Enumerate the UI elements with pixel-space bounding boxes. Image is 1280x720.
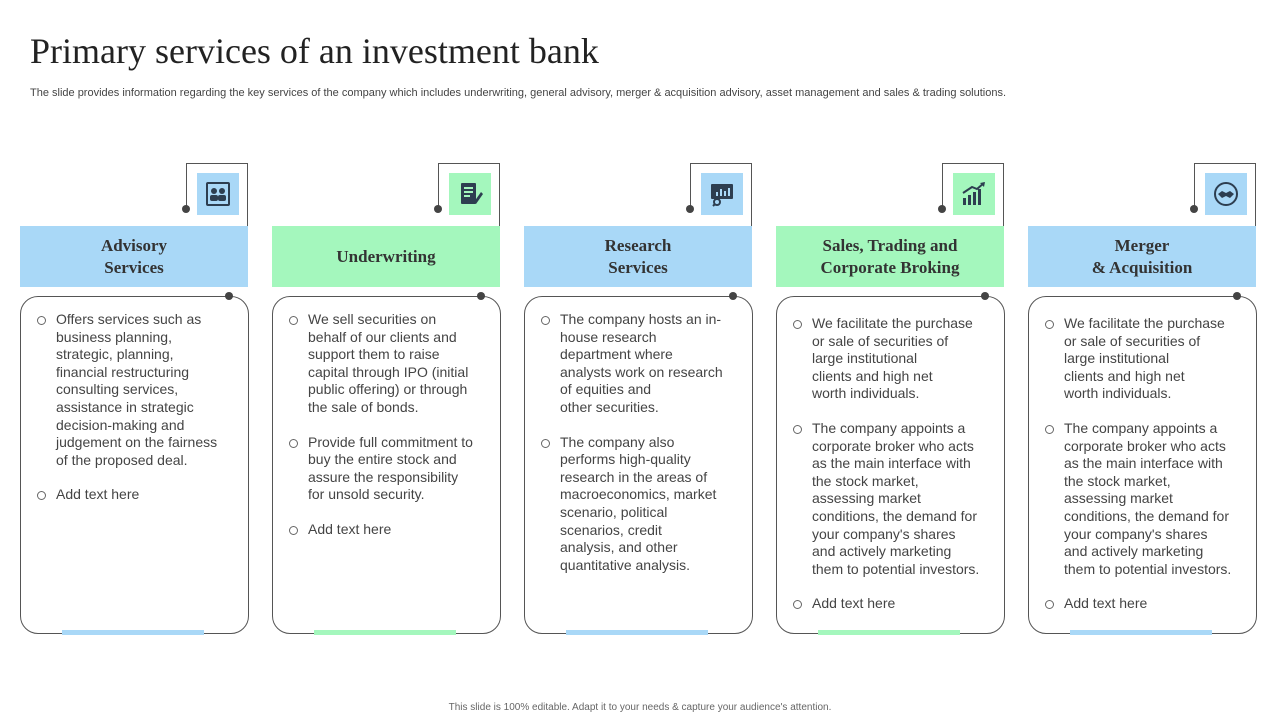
bullet-list: We facilitate the purchase or sale of se…: [1043, 315, 1243, 630]
body-dot: [477, 292, 485, 300]
growth-chart-icon: [953, 173, 995, 215]
bullet-item: The company appoints a corporate broker …: [1043, 420, 1243, 578]
bullet-item: Add text here: [35, 486, 235, 504]
connector-stem: [942, 163, 943, 208]
service-heading: Advisory Services: [20, 226, 248, 287]
connector-stem: [186, 163, 187, 208]
connector-stem: [690, 163, 691, 208]
connector-line: [1194, 163, 1256, 227]
connector-stem: [1194, 163, 1195, 208]
service-body: The company hosts an in- house research …: [524, 296, 753, 634]
bullet-list: Offers services such as business plannin…: [35, 311, 235, 521]
bullet-item: Offers services such as business plannin…: [35, 311, 235, 469]
accent-bar: [1070, 630, 1212, 635]
bullet-list: We sell securities on behalf of our clie…: [287, 311, 487, 556]
service-body: We facilitate the purchase or sale of se…: [1028, 296, 1257, 634]
accent-bar: [62, 630, 204, 635]
service-heading: Sales, Trading and Corporate Broking: [776, 226, 1004, 287]
accent-bar: [818, 630, 960, 635]
handshake-icon: [1205, 173, 1247, 215]
bullet-list: We facilitate the purchase or sale of se…: [791, 315, 991, 630]
body-dot: [225, 292, 233, 300]
connector-dot: [182, 205, 190, 213]
service-body: We facilitate the purchase or sale of se…: [776, 296, 1005, 634]
body-dot: [981, 292, 989, 300]
connector-dot: [1190, 205, 1198, 213]
bullet-item: We facilitate the purchase or sale of se…: [1043, 315, 1243, 403]
service-heading: Underwriting: [272, 226, 500, 287]
bullet-item: The company hosts an in- house research …: [539, 311, 739, 417]
accent-bar: [314, 630, 456, 635]
service-body: We sell securities on behalf of our clie…: [272, 296, 501, 634]
connector-line: [690, 163, 752, 227]
presentation-people-icon: [197, 173, 239, 215]
slide-subtitle: The slide provides information regarding…: [30, 87, 1007, 99]
connector-line: [942, 163, 1004, 227]
research-chart-icon: [701, 173, 743, 215]
bullet-item: The company appoints a corporate broker …: [791, 420, 991, 578]
connector-dot: [938, 205, 946, 213]
body-dot: [729, 292, 737, 300]
bullet-item: We facilitate the purchase or sale of se…: [791, 315, 991, 403]
connector-line: [438, 163, 500, 227]
connector-dot: [434, 205, 442, 213]
bullet-item: We sell securities on behalf of our clie…: [287, 311, 487, 417]
connector-stem: [438, 163, 439, 208]
service-column-merger-acquisition: Merger & Acquisition We facilitate the p…: [1028, 162, 1258, 640]
service-heading: Merger & Acquisition: [1028, 226, 1256, 287]
slide-title: Primary services of an investment bank: [30, 31, 599, 71]
service-column-advisory: Advisory Services Offers services such a…: [20, 162, 250, 640]
service-column-underwriting: Underwriting We sell securities on behal…: [272, 162, 502, 640]
slide-footer: This slide is 100% editable. Adapt it to…: [448, 702, 832, 713]
bullet-item: Add text here: [287, 521, 487, 539]
bullet-list: The company hosts an in- house research …: [539, 311, 739, 591]
service-body: Offers services such as business plannin…: [20, 296, 249, 634]
accent-bar: [566, 630, 708, 635]
connector-line: [186, 163, 248, 227]
bullet-item: Provide full commitment to buy the entir…: [287, 434, 487, 504]
bullet-item: Add text here: [791, 595, 991, 613]
document-sign-icon: [449, 173, 491, 215]
body-dot: [1233, 292, 1241, 300]
service-column-sales-trading: Sales, Trading and Corporate Broking We …: [776, 162, 1006, 640]
service-heading: Research Services: [524, 226, 752, 287]
connector-dot: [686, 205, 694, 213]
bullet-item: The company also performs high-quality r…: [539, 434, 739, 575]
service-column-research: Research Services The company hosts an i…: [524, 162, 754, 640]
bullet-item: Add text here: [1043, 595, 1243, 613]
